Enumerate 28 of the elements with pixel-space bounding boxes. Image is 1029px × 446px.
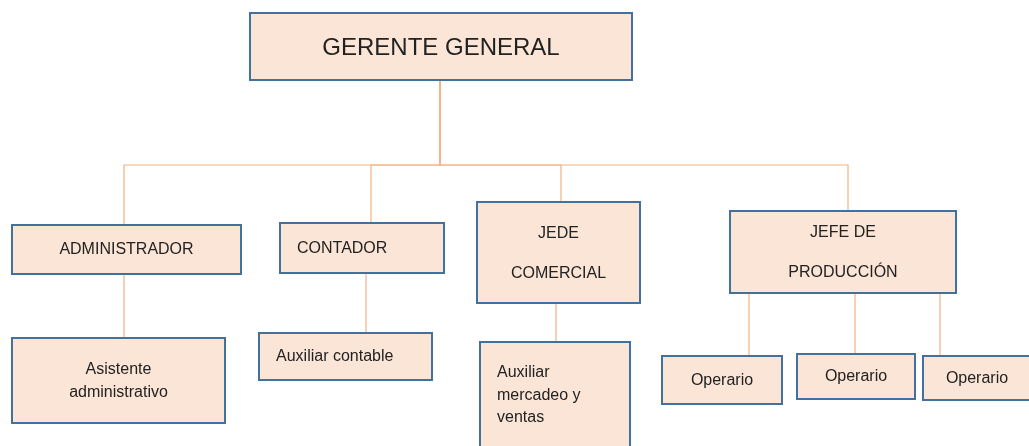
connector-line [748,293,750,356]
position-title: GERENTE GENERAL [322,31,560,62]
position-title: Operario [945,367,1009,388]
connector-line [365,273,367,333]
position-title: Operario [690,369,754,390]
position-box [279,222,445,274]
position-box [11,224,242,275]
position-title: CONTADOR [297,237,388,258]
position-title: JEDE COMERCIAL [509,222,608,283]
position-box [661,355,783,405]
position-title: Asistente administrativo [68,359,169,402]
position-title: Auxiliar mercadeo y ventas [497,362,582,428]
connector-line [555,303,557,342]
position-box [796,353,916,400]
connector-line [939,293,941,356]
position-box [258,332,433,381]
position-title: ADMINISTRADOR [59,239,194,260]
position-title: Operario [824,366,888,387]
connector-line [854,293,856,354]
position-box [249,12,633,81]
position-box [729,210,957,294]
position-box [11,337,226,424]
position-box [479,341,631,446]
position-title: JEFE DE PRODUCCIÓN [787,222,899,282]
position-box [922,355,1029,401]
connector-line [123,274,125,338]
position-title: Auxiliar contable [276,346,394,367]
position-box [476,201,641,304]
